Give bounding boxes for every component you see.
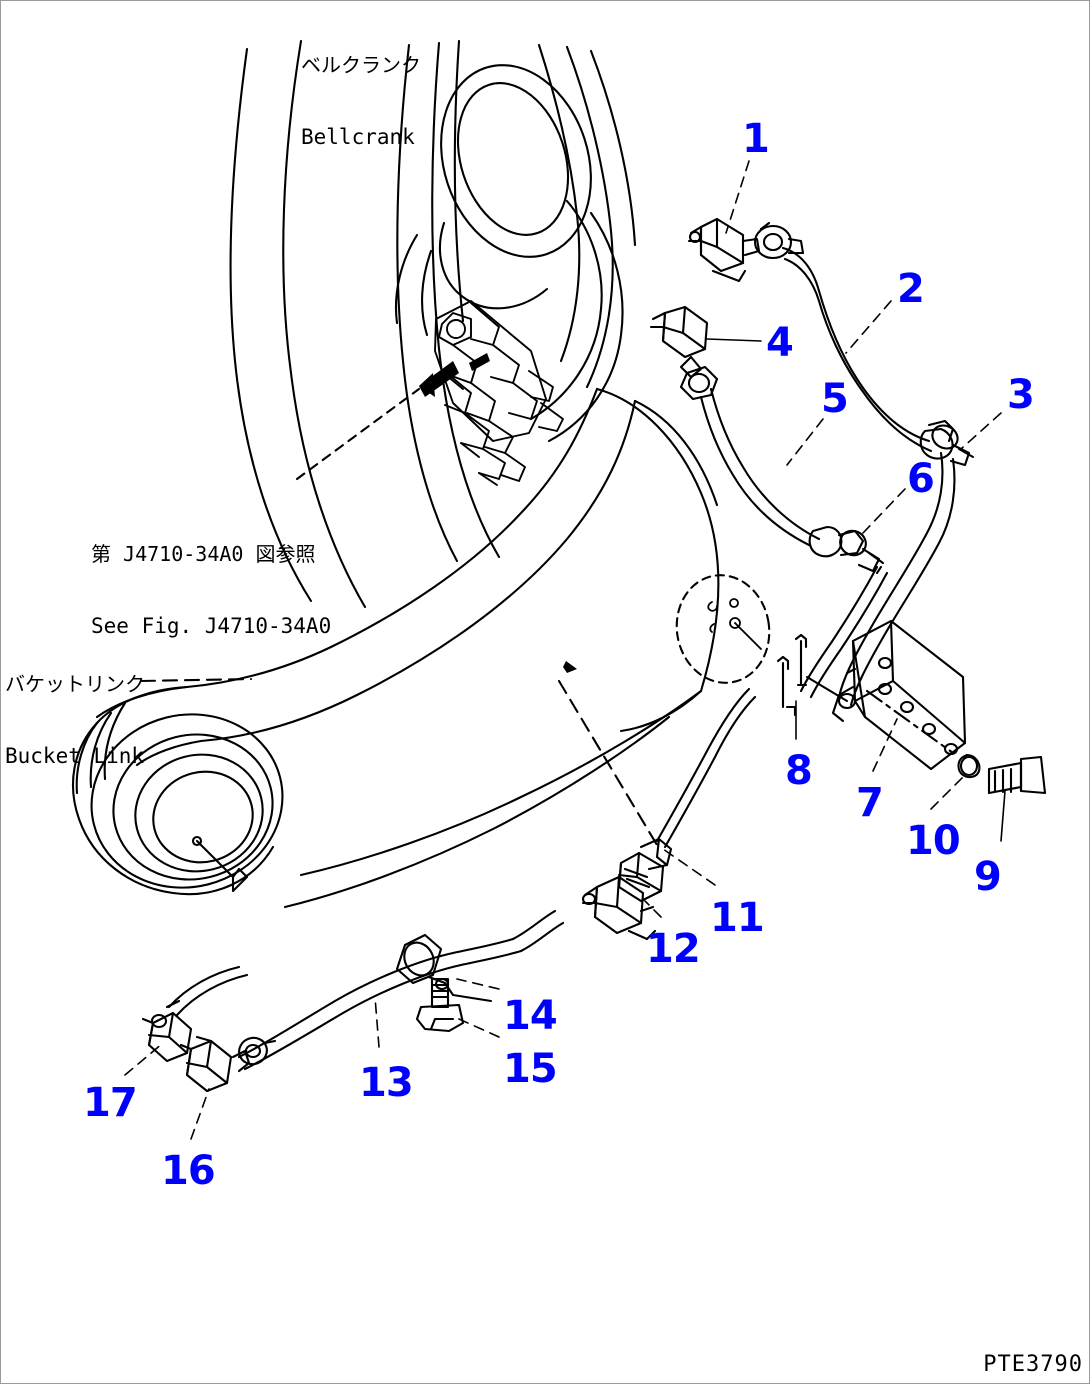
bucket-link-label-jp: バケットリンク bbox=[5, 672, 145, 696]
fitting-4 bbox=[649, 305, 709, 379]
bellcrank-label-en: Bellcrank bbox=[301, 125, 415, 149]
callout-6: 6 bbox=[907, 456, 935, 502]
fitting-12 bbox=[581, 875, 657, 941]
valve-pointer-arrow-2 bbox=[469, 353, 490, 371]
callout-leaders bbox=[124, 160, 1006, 1140]
callout-10: 10 bbox=[906, 818, 961, 864]
bellcrank-lower-lobe bbox=[394, 199, 624, 443]
pipe-17-up bbox=[167, 965, 249, 1017]
bellcrank-label: ベルクランク Bellcrank bbox=[301, 5, 421, 197]
callout-3: 3 bbox=[1007, 372, 1035, 418]
callout-7: 7 bbox=[856, 780, 884, 826]
callout-8: 8 bbox=[785, 748, 813, 794]
bolt-9 bbox=[987, 755, 1047, 795]
see-fig-leader bbox=[295, 387, 421, 481]
bucket-link-label: バケットリンク Bucket Link bbox=[5, 624, 145, 816]
callout-15: 15 bbox=[503, 1046, 558, 1092]
bellcrank-pivot-boss bbox=[438, 64, 592, 310]
callout-17: 17 bbox=[83, 1080, 138, 1126]
bucket-link-label-en: Bucket Link bbox=[5, 744, 145, 768]
callout-14: 14 bbox=[503, 993, 558, 1039]
see-fig-reference-en: See Fig. J4710-34A0 bbox=[91, 614, 332, 638]
figure-code: PTE3790 bbox=[983, 1352, 1083, 1377]
fitting-16 bbox=[179, 1035, 251, 1093]
washer-10 bbox=[957, 753, 981, 779]
tube-11-up bbox=[655, 687, 757, 849]
valve-pointer-arrow bbox=[419, 361, 459, 397]
hose-5-assembly bbox=[699, 387, 821, 547]
hose-2-assembly bbox=[781, 246, 933, 453]
arm-to-tube-leader bbox=[557, 679, 659, 847]
bellcrank-label-jp: ベルクランク bbox=[301, 53, 421, 77]
callout-5: 5 bbox=[821, 376, 849, 422]
tube-right-side bbox=[837, 451, 956, 707]
bolt-15 bbox=[415, 977, 465, 1033]
arm-leader-arrow bbox=[563, 661, 577, 673]
tube-6-to-bracket bbox=[799, 565, 889, 699]
bucket-link-boss bbox=[71, 685, 284, 896]
callout-12: 12 bbox=[646, 926, 701, 972]
arm-end-oval-detail bbox=[675, 574, 771, 684]
hex-nut-5a bbox=[679, 365, 719, 401]
bracket-7 bbox=[805, 619, 967, 771]
see-fig-reference: 第 J4710-34A0 図参照 See Fig. J4710-34A0 bbox=[91, 494, 331, 686]
fitting-11 bbox=[617, 837, 673, 903]
fitting-6 bbox=[808, 525, 885, 573]
bucket-link-underline bbox=[139, 677, 253, 683]
fitting-1 bbox=[687, 217, 761, 283]
callout-1: 1 bbox=[742, 116, 770, 162]
banjo-fitting-1b bbox=[753, 221, 805, 260]
callout-16: 16 bbox=[161, 1148, 216, 1194]
clamp-8-upper bbox=[794, 633, 808, 687]
callout-11: 11 bbox=[710, 895, 765, 941]
callout-2: 2 bbox=[897, 266, 925, 312]
fitting-17 bbox=[141, 999, 193, 1063]
see-fig-reference-jp: 第 J4710-34A0 図参照 bbox=[91, 542, 316, 566]
hex-nut-13a bbox=[238, 1036, 277, 1066]
clamp-8-lower bbox=[776, 655, 797, 717]
callout-13: 13 bbox=[359, 1060, 414, 1106]
callout-9: 9 bbox=[974, 854, 1002, 900]
callout-4: 4 bbox=[766, 320, 794, 366]
control-valve-block bbox=[434, 300, 564, 486]
arm-end-holes bbox=[707, 598, 762, 650]
